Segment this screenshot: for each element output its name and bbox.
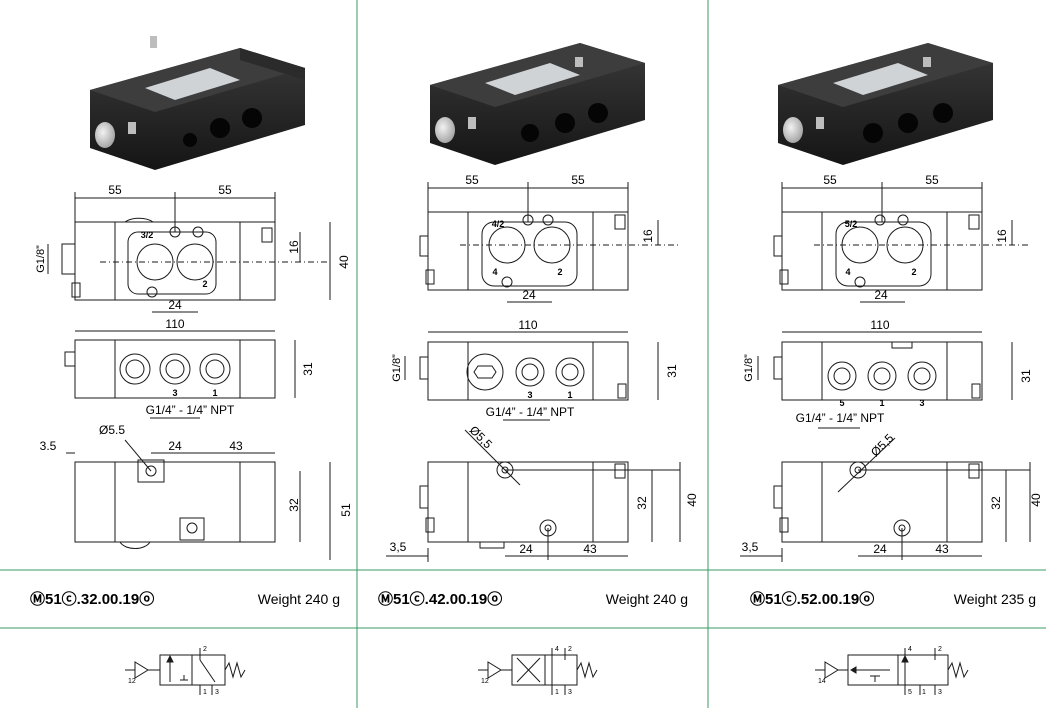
top-view-drawing — [47, 192, 331, 313]
model-code: Ⓜ51ⓒ.32.00.19ⓞ — [30, 590, 154, 608]
pneumatic-symbol — [478, 648, 598, 695]
dim-55-left: 55 — [823, 173, 837, 187]
symbol-pilot: 14 — [818, 678, 826, 685]
side-port-3: 3 — [919, 398, 924, 408]
dim-g18: G1/8” — [743, 354, 755, 382]
top-view-drawing — [773, 182, 1030, 303]
dim-43: 43 — [229, 439, 243, 453]
dim-24-bottom: 24 — [873, 542, 887, 556]
dim-24-top: 24 — [874, 288, 888, 302]
dim-g18: G1/8” — [35, 245, 47, 273]
dim-16: 16 — [641, 229, 655, 243]
dim-npt: G1/4” - 1/4” NPT — [486, 405, 575, 419]
port-label-br: 2 — [557, 267, 562, 277]
top-view-drawing — [419, 182, 680, 303]
column-2: 55 55 16 24 4/2 4 2 110 31 G1/8” 3 1 G1/… — [378, 43, 699, 696]
dim-43: 43 — [583, 542, 597, 556]
weight-label: Weight 240 g — [258, 591, 340, 607]
dim-32: 32 — [989, 496, 1003, 510]
valve-photo — [90, 36, 305, 170]
side-port-1: 1 — [212, 388, 217, 398]
side-port-3: 3 — [172, 388, 177, 398]
dim-dia: Ø5,5 — [868, 431, 897, 460]
pneumatic-symbol — [125, 648, 246, 695]
symbol-port-5: 5 — [908, 689, 912, 696]
symbol-pilot: 12 — [481, 678, 489, 685]
side-view-drawing — [64, 330, 296, 419]
dim-43: 43 — [935, 542, 949, 556]
bottom-view-drawing — [66, 439, 331, 560]
valve-photo — [430, 43, 645, 165]
port-label-top: 5/2 — [845, 219, 858, 229]
bottom-view-drawing — [740, 437, 1031, 562]
model-code: Ⓜ51ⓒ.52.00.19ⓞ — [750, 590, 874, 608]
dim-55-left: 55 — [465, 173, 479, 187]
dim-110: 110 — [165, 317, 184, 331]
dim-110: 110 — [518, 318, 537, 332]
pneumatic-symbol — [815, 648, 969, 695]
dim-40: 40 — [685, 493, 699, 507]
dim-40: 40 — [1029, 493, 1043, 507]
side-port-3: 3 — [527, 390, 532, 400]
dim-40: 40 — [337, 255, 351, 269]
symbol-port-1: 1 — [555, 689, 559, 696]
dim-24-bottom: 24 — [168, 439, 182, 453]
dim-110: 110 — [870, 318, 889, 332]
dim-g18: G1/8” — [391, 354, 403, 382]
dim-32: 32 — [635, 496, 649, 510]
port-label-br: 2 — [202, 279, 207, 289]
port-label-br: 2 — [911, 267, 916, 277]
symbol-port-1: 1 — [922, 689, 926, 696]
symbol-pilot: 12 — [128, 678, 136, 685]
dim-24-top: 24 — [168, 298, 182, 312]
symbol-port-3: 3 — [215, 689, 219, 696]
dim-31: 31 — [1019, 369, 1033, 383]
valve-photo — [778, 43, 993, 165]
dim-55-right: 55 — [925, 173, 939, 187]
dim-55-left: 55 — [108, 183, 122, 197]
symbol-port-2: 2 — [568, 646, 572, 653]
dim-24-bottom: 24 — [519, 542, 533, 556]
dim-31: 31 — [301, 362, 315, 376]
dim-31: 31 — [665, 364, 679, 378]
symbol-port-2: 2 — [938, 646, 942, 653]
dim-dia: Ø5,5 — [467, 423, 496, 452]
column-3: 55 55 16 24 5/2 4 2 110 31 G1/8” 5 1 3 G… — [740, 43, 1043, 696]
bottom-view-drawing — [386, 429, 681, 562]
symbol-port-1: 1 — [203, 689, 207, 696]
dim-3-5: 3,5 — [742, 540, 759, 554]
dim-55-right: 55 — [571, 173, 585, 187]
side-port-5: 5 — [839, 398, 844, 408]
port-label-bl: 4 — [492, 267, 497, 277]
symbol-port-3: 3 — [568, 689, 572, 696]
dim-3-5: 3,5 — [390, 540, 407, 554]
dim-55-right: 55 — [218, 183, 232, 197]
dim-16: 16 — [995, 229, 1009, 243]
dim-51: 51 — [339, 503, 353, 517]
dim-npt: G1/4” - 1/4” NPT — [796, 411, 885, 425]
symbol-port-4: 4 — [908, 646, 912, 653]
port-label-top: 3/2 — [141, 230, 154, 240]
dim-16: 16 — [287, 240, 301, 254]
side-port-1: 1 — [567, 390, 572, 400]
port-label-top: 4/2 — [492, 219, 505, 229]
dim-dia: Ø5.5 — [99, 423, 125, 437]
dim-npt: G1/4” - 1/4” NPT — [146, 403, 235, 417]
dim-32: 32 — [287, 498, 301, 512]
dim-3-5: 3.5 — [40, 439, 57, 453]
model-code: Ⓜ51ⓒ.42.00.19ⓞ — [378, 590, 502, 608]
weight-label: Weight 235 g — [954, 591, 1036, 607]
side-view-drawing — [404, 331, 659, 421]
side-port-1: 1 — [879, 398, 884, 408]
dim-24-top: 24 — [522, 288, 536, 302]
port-label-bl: 4 — [845, 267, 850, 277]
symbol-port-2: 2 — [203, 646, 207, 653]
symbol-port-4: 4 — [555, 646, 559, 653]
symbol-port-3: 3 — [938, 689, 942, 696]
column-1: 55 55 16 40 24 G1/8” 3/2 2 110 31 3 1 G1… — [30, 36, 353, 696]
weight-label: Weight 240 g — [606, 591, 688, 607]
side-view-drawing — [757, 331, 1013, 429]
